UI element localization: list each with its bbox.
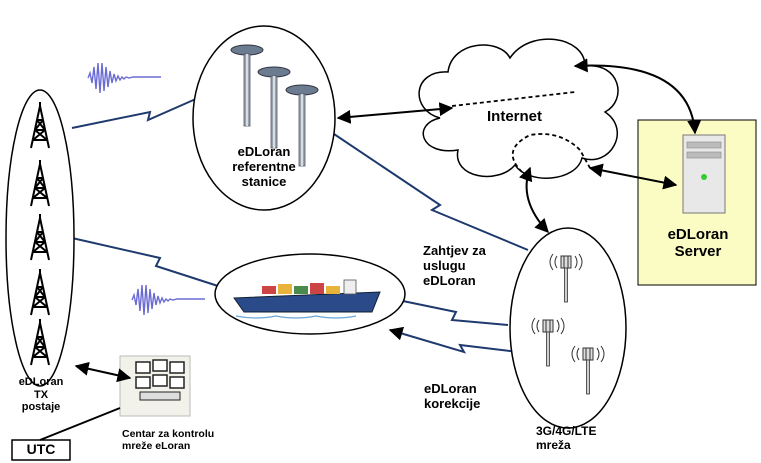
server-label: eDLoran Server [667, 226, 729, 261]
loran-pulse-icon [87, 62, 206, 316]
ship-node [214, 253, 406, 335]
corrections-label: eDLoran korekcije [424, 381, 481, 411]
monitor-wall-icon [119, 355, 191, 417]
arrow-internet-server-top [573, 58, 702, 135]
link-tx-to-ship [71, 237, 219, 287]
utc-label: UTC [26, 441, 56, 457]
arrow-tx-control [74, 361, 132, 383]
reference-stations-node [192, 25, 336, 211]
arrow-internet-server-bottom [588, 163, 678, 190]
control-center-label: Centar za kontrolu mreže eLoran [122, 428, 215, 453]
network-label: 3G/4G/LTE mreža [536, 424, 597, 452]
arrow-reference-internet [336, 102, 454, 124]
arrow-internet-network [519, 166, 549, 234]
link-reference-to-network [327, 129, 529, 251]
server-panel [637, 119, 757, 286]
link-ship-to-network [397, 299, 509, 326]
reference-stations-label: eDLoran referentne stanice [232, 144, 296, 189]
server-icon [682, 134, 726, 214]
service-request-label: Zahtjev za uslugu eDLoran [423, 243, 486, 288]
connection-arrows [39, 58, 702, 441]
link-tx-to-reference [71, 97, 199, 129]
network-to-ship-arrow [388, 326, 519, 354]
signal-links [71, 97, 529, 326]
tx-stations-node [5, 89, 75, 387]
container-ship-icon [233, 279, 381, 319]
tx-stations-label: eDLoran TX postaje [18, 376, 64, 414]
mobile-network-node [509, 227, 627, 429]
internet-label: Internet [487, 108, 543, 125]
line-utc-control [39, 407, 121, 441]
dashed-routes [451, 91, 591, 173]
